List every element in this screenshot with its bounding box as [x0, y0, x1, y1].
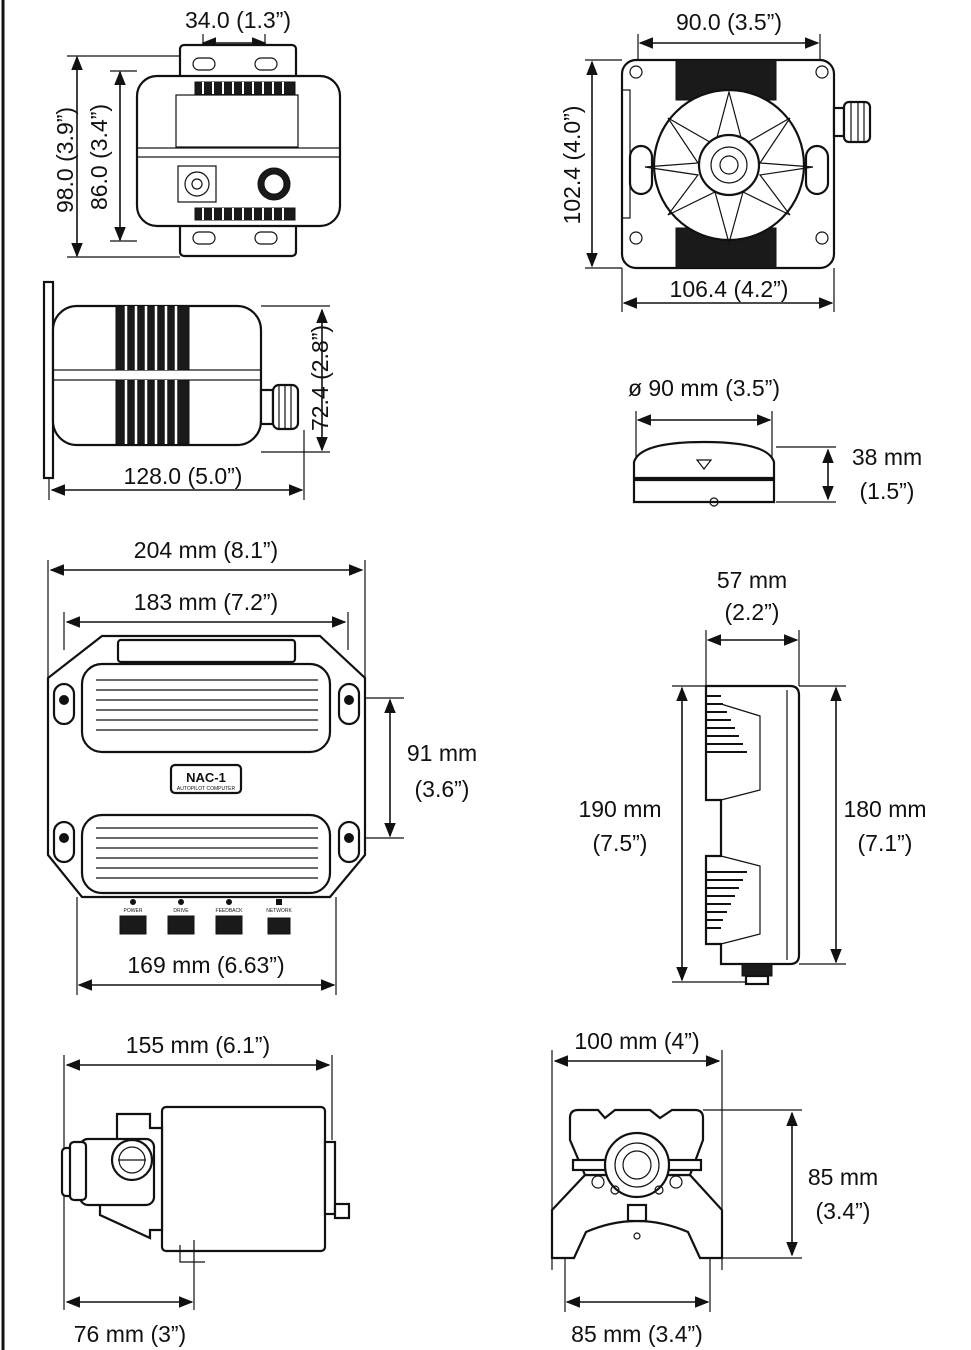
nac-hole-spacing-label-1: 91 mm — [407, 740, 477, 766]
pump-end-width-label: 100 mm (4”) — [574, 1028, 699, 1054]
nac-depth-label-2: (2.2”) — [725, 599, 780, 625]
pump-end-base-label: 85 mm (3.4”) — [571, 1321, 703, 1347]
nac-depth-label-1: 57 mm — [717, 567, 787, 593]
nac-inner-width-label: 183 mm (7.2”) — [134, 589, 278, 615]
pump-length-label: 155 mm (6.1”) — [126, 1032, 270, 1058]
nac-outer-width-label: 204 mm (8.1”) — [134, 537, 278, 563]
sensor-length-label: 128.0 (5.0”) — [124, 463, 243, 489]
nac-port-power: POWER — [124, 908, 143, 914]
rudder-width-label: 90.0 (3.5”) — [676, 9, 782, 35]
nac-port-feedback: FEEDBACK — [216, 908, 244, 914]
dome-view: ø 90 mm (3.5”) 38 mm (1.5”) — [628, 375, 922, 507]
sensor-inner-height-label: 86.0 (3.4”) — [86, 104, 112, 210]
pump-end-view: 100 mm (4”) 85 mm (3.4”) 85 mm (3.4”) — [550, 1028, 878, 1347]
rudder-height-label: 102.4 (4.0”) — [559, 106, 585, 225]
dome-height-label-1: 38 mm — [852, 444, 922, 470]
sensor-side-height-text: 72.4 (2.8”) — [307, 325, 333, 431]
sensor-outer-height-label: 98.0 (3.9”) — [52, 107, 78, 213]
pump-side-view: 155 mm (6.1”) 76 mm (3”) — [60, 1032, 351, 1347]
nac-bottom-width-label: 169 mm (6.63”) — [127, 952, 284, 978]
nac-side-left-height-2: (7.5”) — [593, 830, 648, 856]
pump-end-height-2: (3.4”) — [816, 1198, 871, 1224]
sensor-top-view: 34.0 (1.3”) 98.0 (3.9”) 86.0 (3.4”) — [52, 7, 342, 258]
nac-side-view: 57 mm (2.2”) 190 mm (7.5”) 180 mm (7.1”) — [578, 567, 927, 986]
nac-product-name: NAC-1 — [186, 770, 226, 785]
nac-port-network: NETWORK — [266, 908, 292, 914]
nac-side-left-height-1: 190 mm — [578, 796, 661, 822]
rudder-feedback-view: 90.0 (3.5”) 102.4 (4.0”) 106.4 (4.2”) — [559, 9, 872, 312]
nac-hole-spacing-label-2: (3.6”) — [415, 776, 470, 802]
dome-height-label-2: (1.5”) — [860, 478, 915, 504]
sensor-width-label: 34.0 (1.3”) — [185, 7, 291, 33]
pump-offset-label: 76 mm (3”) — [74, 1321, 186, 1347]
nac-port-drive: DRIVE — [173, 908, 189, 914]
pump-end-height-1: 85 mm — [808, 1164, 878, 1190]
dome-diameter-label: ø 90 mm (3.5”) — [628, 375, 780, 401]
sensor-side-view: 98.0 (3.9”) 72.4 (2.8”) 128.0 (5.0”) — [42, 280, 333, 500]
nac-front-view: 204 mm (8.1”) 183 mm (7.2”) NAC-1 AUTOPI… — [46, 537, 477, 995]
nac-side-right-height-1: 180 mm — [843, 796, 926, 822]
rudder-base-label: 106.4 (4.2”) — [670, 276, 789, 302]
nac-product-subtitle: AUTOPILOT COMPUTER — [177, 786, 236, 792]
nac-side-right-height-2: (7.1”) — [858, 830, 913, 856]
